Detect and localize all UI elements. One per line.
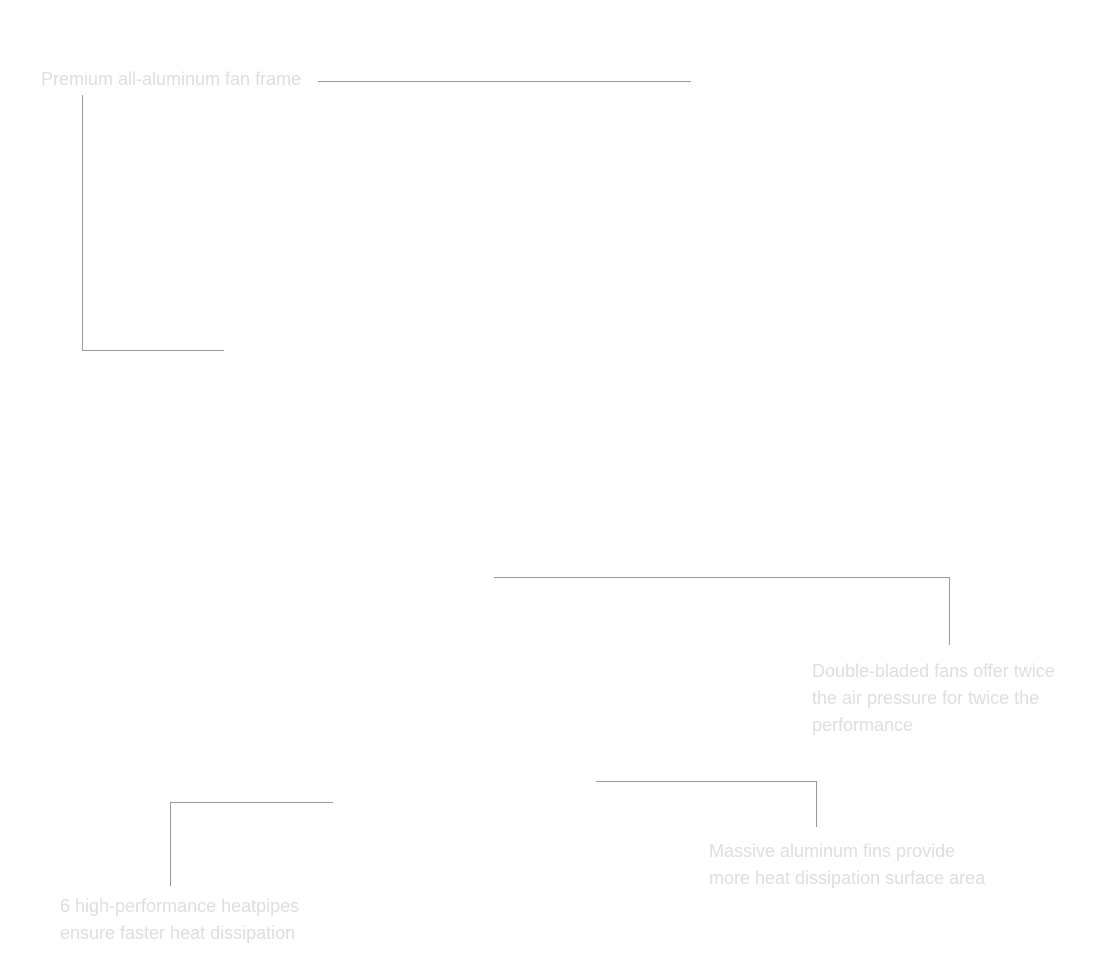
callout-fins-line-vertical [816, 781, 817, 827]
callout-fins-line-2: more heat dissipation surface area [709, 868, 986, 888]
callout-fans-line-2: the air pressure for twice the [812, 688, 1040, 708]
callout-heatpipes-line-vertical [170, 802, 171, 886]
callout-fans-line-vertical [949, 577, 950, 645]
callout-heatpipes-label: 6 high-performance heatpipes ensure fast… [60, 893, 299, 947]
callout-fans-label: Double-bladed fans offer twice the air p… [812, 658, 1055, 739]
callout-fans-line-horizontal [494, 577, 949, 578]
callout-fins-line-1: Massive aluminum fins provide [709, 841, 956, 861]
callout-fins-label: Massive aluminum fins provide more heat … [709, 838, 985, 892]
callout-heatpipes-line-2: ensure faster heat dissipation [60, 923, 296, 943]
callout-frame-bracket-horizontal [82, 350, 224, 351]
callout-frame-label: Premium all-aluminum fan frame [41, 69, 302, 89]
callout-heatpipes-line-1: 6 high-performance heatpipes [60, 896, 300, 916]
callout-fans-line-1: Double-bladed fans offer twice [812, 661, 1055, 681]
callout-heatpipes-line-horizontal [170, 802, 333, 803]
callout-fans-line-3: performance [812, 715, 914, 735]
callout-fins-line-horizontal [596, 781, 817, 782]
callout-frame-line [318, 81, 691, 82]
callout-frame-bracket-vertical [82, 95, 83, 350]
